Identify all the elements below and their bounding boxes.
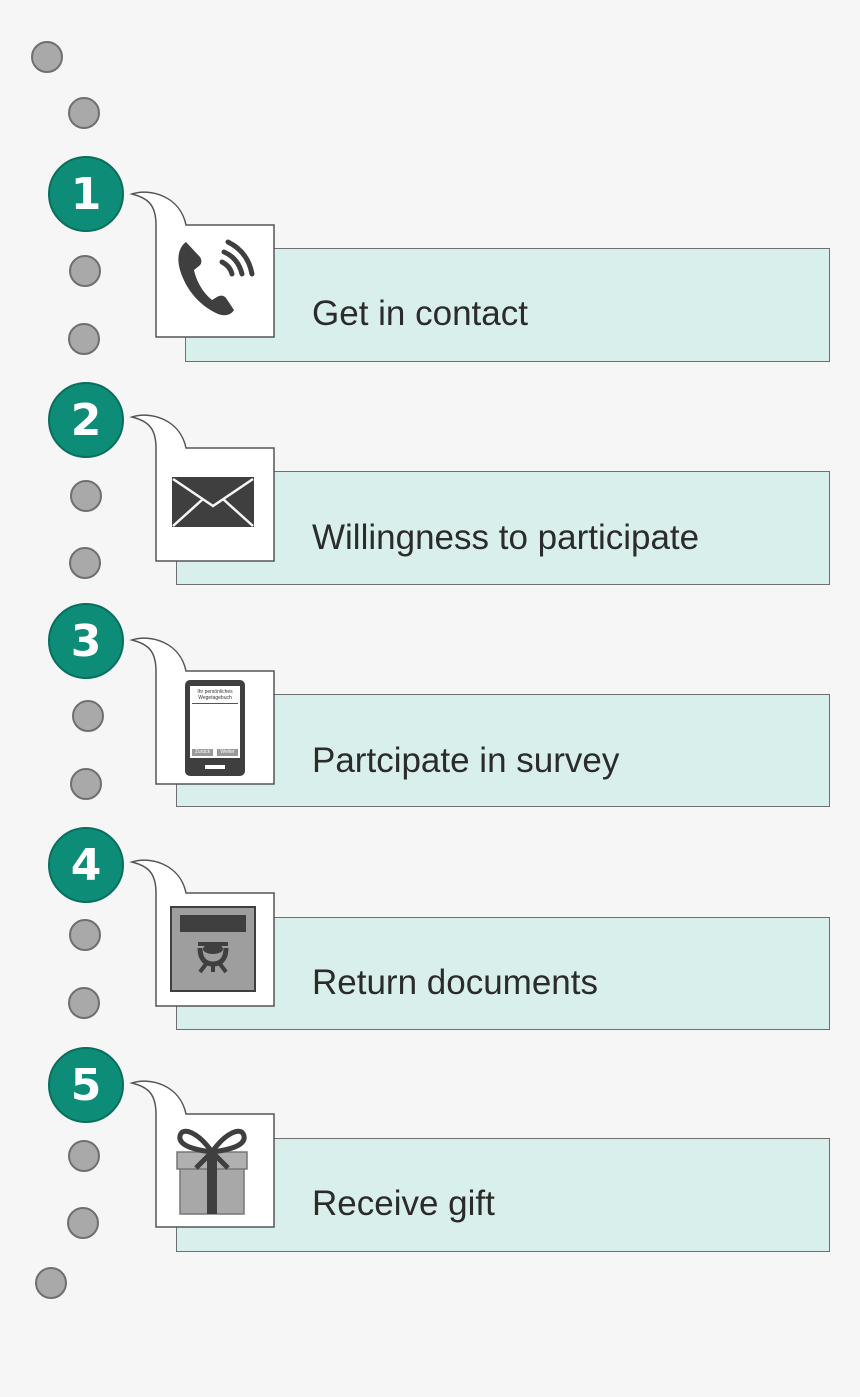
- tablet-back-button: Zurück: [192, 749, 213, 756]
- step-label: Get in contact: [312, 294, 528, 333]
- tablet-icon: Ihr persönliches Wegetagebuch Zurück Wei…: [185, 680, 245, 776]
- timeline-dot: [68, 97, 100, 129]
- timeline-dot: [69, 919, 101, 951]
- timeline-dot: [31, 41, 63, 73]
- speech-bubble: [129, 191, 275, 338]
- step-number-badge: 2: [48, 382, 124, 458]
- tablet-screen: Ihr persönliches Wegetagebuch Zurück Wei…: [190, 686, 240, 758]
- timeline-dot: [69, 255, 101, 287]
- mailbox-icon: [170, 906, 256, 992]
- timeline-dot: [35, 1267, 67, 1299]
- phone-icon: [178, 239, 255, 316]
- step-number-badge: 1: [48, 156, 124, 232]
- envelope-icon: [172, 477, 254, 527]
- step-number-badge: 5: [48, 1047, 124, 1123]
- timeline-dot: [68, 1140, 100, 1172]
- step-number-badge: 3: [48, 603, 124, 679]
- step-label: Receive gift: [312, 1184, 495, 1223]
- step-label: Partcipate in survey: [312, 741, 620, 780]
- tablet-home-button: [205, 765, 225, 769]
- speech-bubble: [129, 1080, 275, 1228]
- step-number-badge: 4: [48, 827, 124, 903]
- timeline-dot: [70, 480, 102, 512]
- step-panel: [185, 248, 830, 362]
- timeline-dot: [70, 768, 102, 800]
- step-panel: [176, 1138, 830, 1252]
- timeline-dot: [69, 547, 101, 579]
- step-label: Willingness to participate: [312, 518, 700, 557]
- step-panel: [176, 694, 830, 807]
- gift-icon: [176, 1128, 248, 1215]
- timeline-dot: [72, 700, 104, 732]
- tablet-screen-title: Ihr persönliches Wegetagebuch: [192, 686, 238, 704]
- timeline-dot: [67, 1207, 99, 1239]
- timeline-dot: [68, 323, 100, 355]
- timeline-dot: [68, 987, 100, 1019]
- step-label: Return documents: [312, 963, 598, 1002]
- step-panel: [176, 471, 830, 585]
- tablet-next-button: Weiter: [217, 749, 238, 756]
